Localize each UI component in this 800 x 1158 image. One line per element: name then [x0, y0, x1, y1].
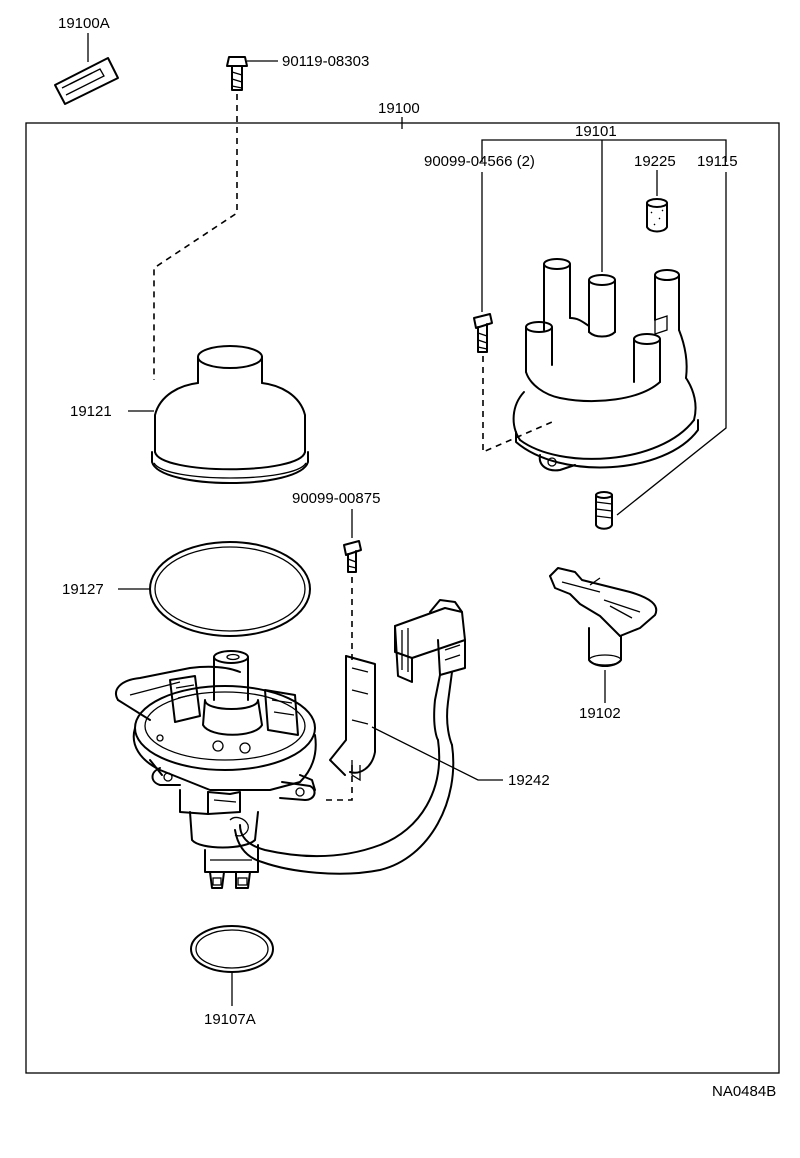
part-label-19100: 19100: [378, 100, 420, 117]
distributor-housing: [115, 650, 317, 889]
harness-wire-inner: [234, 744, 455, 875]
part-label-19225: 19225: [634, 153, 676, 170]
dust-cover-19121: [151, 345, 309, 484]
screw-90099-04566: [473, 313, 493, 353]
harness-wire-outer: [239, 739, 441, 858]
part-label-19102: 19102: [579, 705, 621, 722]
dashed-line-bracket-to-housing: [322, 765, 353, 801]
part-label-90119-08303: 90119-08303: [282, 53, 369, 70]
dashed-line-screw-to-cap: [482, 356, 553, 454]
part-label-19121: 19121: [70, 403, 112, 420]
leader-19242: [371, 726, 503, 781]
part-label-90099-04566: 90099-04566 (2): [424, 153, 535, 170]
part-label-90099-00875: 90099-00875: [292, 490, 380, 507]
assembly-boundary-box: [25, 122, 780, 1074]
carbon-brush-19225: [646, 198, 668, 233]
part-label-19100a: 19100A: [58, 15, 110, 32]
o-ring-19127: [149, 541, 311, 637]
igniter-bracket: [329, 655, 376, 782]
dashed-line-bolt-to-cover: [153, 94, 238, 380]
part-label-19107a: 19107A: [204, 1011, 256, 1028]
part-label-19127: 19127: [62, 581, 104, 598]
bracket-19101: [481, 139, 727, 162]
label-sticker-19100a: [54, 57, 119, 105]
part-label-19101: 19101: [575, 123, 617, 140]
diagram-code: NA0484B: [712, 1083, 776, 1100]
distributor-cap-19101: [512, 258, 699, 472]
harness-clamp: [229, 816, 249, 837]
spring-19115: [595, 491, 613, 530]
wire-harness-connector: [394, 599, 466, 746]
rotor-19102: [549, 567, 658, 667]
o-ring-19107a: [190, 925, 274, 973]
part-label-19115: 19115: [697, 153, 738, 170]
leader-19115: [616, 172, 727, 516]
part-label-19242: 19242: [508, 772, 550, 789]
screw-90099-00875: [343, 540, 362, 573]
bolt-90119-08303: [226, 56, 248, 91]
